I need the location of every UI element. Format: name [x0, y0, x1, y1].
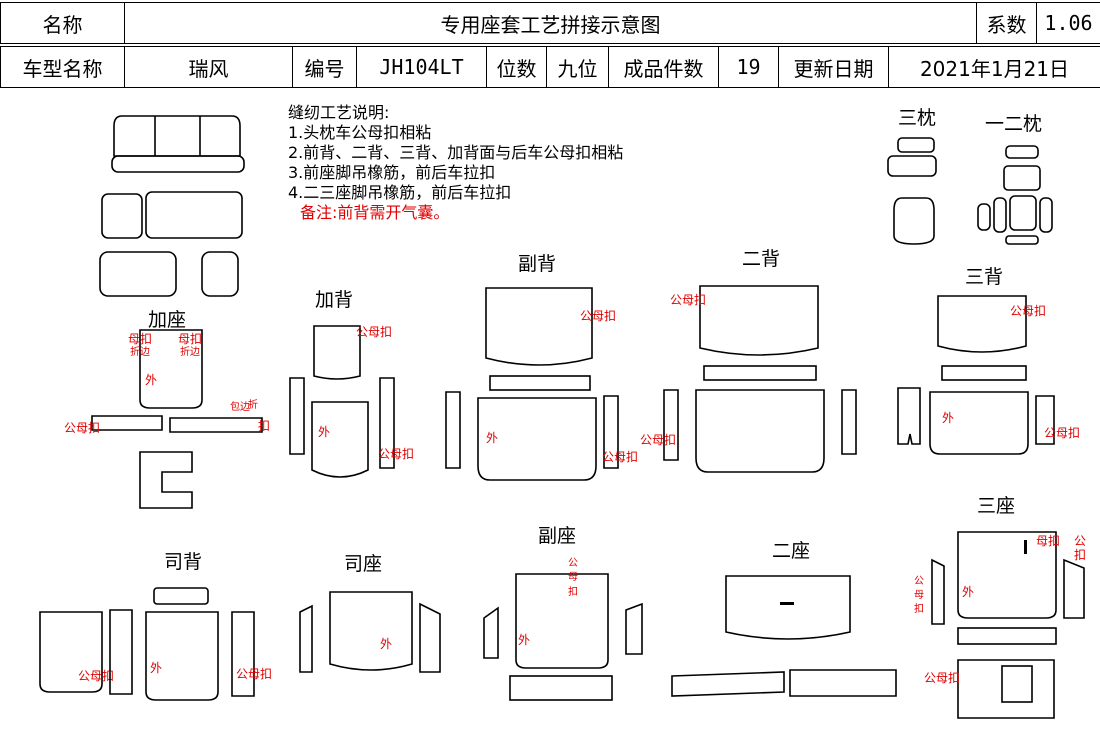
- label-sanzhen: 三枕: [898, 107, 936, 129]
- pattern-erzuo: 二座: [671, 540, 897, 697]
- mark-gongmukou: 公母扣: [356, 325, 392, 339]
- label-fuzuo: 副座: [538, 525, 576, 547]
- date-value: 2021年1月21日: [888, 46, 1100, 88]
- label-sibei: 司背: [164, 551, 202, 573]
- headrests-rear: 三枕: [887, 107, 937, 245]
- label-sanbei: 三背: [965, 266, 1003, 288]
- model-label: 车型名称: [0, 46, 125, 88]
- label-fubei: 副背: [518, 253, 556, 275]
- label-jiazuo: 加座: [148, 309, 186, 331]
- coefficient-label: 系数: [976, 2, 1037, 44]
- note-line-2: 2.前背、二背、三背、加背面与后车公母扣相粘: [288, 143, 624, 162]
- mark-baobian: 包边: [230, 400, 250, 413]
- seat-overview-thumbnails: [99, 115, 245, 297]
- mark-wai: 外: [962, 585, 974, 599]
- mark-gongmukou: 公母扣: [1010, 304, 1046, 318]
- pattern-fuzuo: 副座 公 母 扣 外: [483, 525, 643, 701]
- mark-gongmukou: 公母扣: [580, 309, 616, 323]
- mark-wai: 外: [150, 661, 162, 675]
- mark-wai: 外: [486, 431, 498, 445]
- mark-wai: 外: [380, 637, 392, 651]
- date-label: 更新日期: [778, 46, 889, 88]
- mark-gong: 公: [1074, 534, 1086, 548]
- pattern-erbei: 二背 公母扣 公母扣: [640, 248, 857, 473]
- pieces-label: 成品件数: [608, 46, 719, 88]
- mark-gongmukou: 公母扣: [378, 447, 414, 461]
- seats-label: 位数: [486, 46, 547, 88]
- mark-mu: 母: [914, 589, 924, 601]
- note-remark: 备注:前背需开气囊。: [300, 203, 450, 222]
- name-label: 名称: [0, 2, 125, 44]
- mark-gongmukou: 公母扣: [236, 667, 272, 681]
- pattern-jiazuo: 加座 母扣 折边 母扣 折边 外 公母扣 包边 折 扣: [64, 309, 270, 509]
- mark-zhe: 折: [248, 398, 258, 411]
- header-row-2: 车型名称 瑞风 编号 JH104LT 位数 九位 成品件数 19 更新日期 20…: [0, 46, 1100, 88]
- note-line-3: 3.前座脚吊橡筋，前后车拉扣: [288, 163, 496, 182]
- code-label: 编号: [292, 46, 357, 88]
- sheet-title: 专用座套工艺拼接示意图: [124, 2, 977, 44]
- mark-gong: 公: [568, 558, 578, 569]
- coefficient-value: 1.06: [1036, 2, 1100, 44]
- label-jiabei: 加背: [315, 289, 353, 311]
- mark-gongmukou: 公母扣: [670, 293, 706, 307]
- mark-mu: 母: [568, 571, 578, 583]
- pattern-jiabei: 加背 公母扣 外 公母扣: [289, 289, 414, 478]
- mark-mukou: 母扣: [1036, 534, 1060, 548]
- mark-zhebian: 折边: [180, 345, 200, 358]
- header-row-1: 名称 专用座套工艺拼接示意图 系数 1.06: [0, 2, 1100, 44]
- mark-zhebian: 折边: [130, 345, 150, 358]
- mark-gongmukou: 公母扣: [78, 669, 114, 683]
- mark-gongmukou: 公母扣: [64, 421, 100, 435]
- mark-mukou: 母扣: [178, 332, 202, 346]
- mark-wai: 外: [145, 373, 157, 387]
- label-erbei: 二背: [742, 248, 780, 270]
- mark-kou: 扣: [258, 419, 270, 433]
- seats-value: 九位: [546, 46, 609, 88]
- label-yierzhen: 一二枕: [985, 113, 1042, 135]
- pattern-sanbei: 三背 公母扣 外 公母扣: [897, 266, 1080, 455]
- pieces-value: 19: [718, 46, 779, 88]
- headrests-front: 一二枕: [977, 113, 1053, 245]
- mark-kou: 扣: [568, 585, 578, 598]
- pattern-sibei: 司背 公母扣 外 公母扣: [39, 551, 272, 701]
- mark-gongmukou: 公母扣: [640, 433, 676, 447]
- mark-mukou: 母扣: [128, 332, 152, 346]
- mark-wai: 外: [942, 411, 954, 425]
- mark-gongmukou: 公母扣: [924, 671, 960, 685]
- mark-gongmukou: 公母扣: [1044, 426, 1080, 440]
- mark-wai: 外: [318, 425, 330, 439]
- mark-gong: 公: [914, 576, 924, 587]
- sewing-notes: 缝纫工艺说明: 1.头枕车公母扣相粘 2.前背、二背、三背、加背面与后车公母扣相…: [288, 103, 623, 223]
- pattern-fubei: 副背 公母扣 外 公母扣: [445, 253, 638, 481]
- mark-kou: 扣: [1074, 548, 1086, 562]
- mark-wai: 外: [518, 633, 530, 647]
- note-line-1: 1.头枕车公母扣相粘: [288, 123, 432, 142]
- label-sizuo: 司座: [344, 553, 382, 575]
- mark-gongmukou: 公母扣: [602, 450, 638, 464]
- code-value: JH104LT: [356, 46, 487, 88]
- model-value: 瑞风: [124, 46, 293, 88]
- notes-heading: 缝纫工艺说明:: [288, 103, 390, 122]
- note-line-4: 4.二三座脚吊橡筋，前后车拉扣: [288, 183, 512, 202]
- pattern-sizuo: 司座 外: [299, 553, 441, 673]
- mark-kou: 扣: [914, 602, 924, 615]
- pattern-sanzuo: 三座 母扣 公 扣 外 公 母 扣 公母扣: [914, 495, 1086, 719]
- label-erzuo: 二座: [772, 540, 810, 562]
- label-sanzuo: 三座: [977, 495, 1015, 517]
